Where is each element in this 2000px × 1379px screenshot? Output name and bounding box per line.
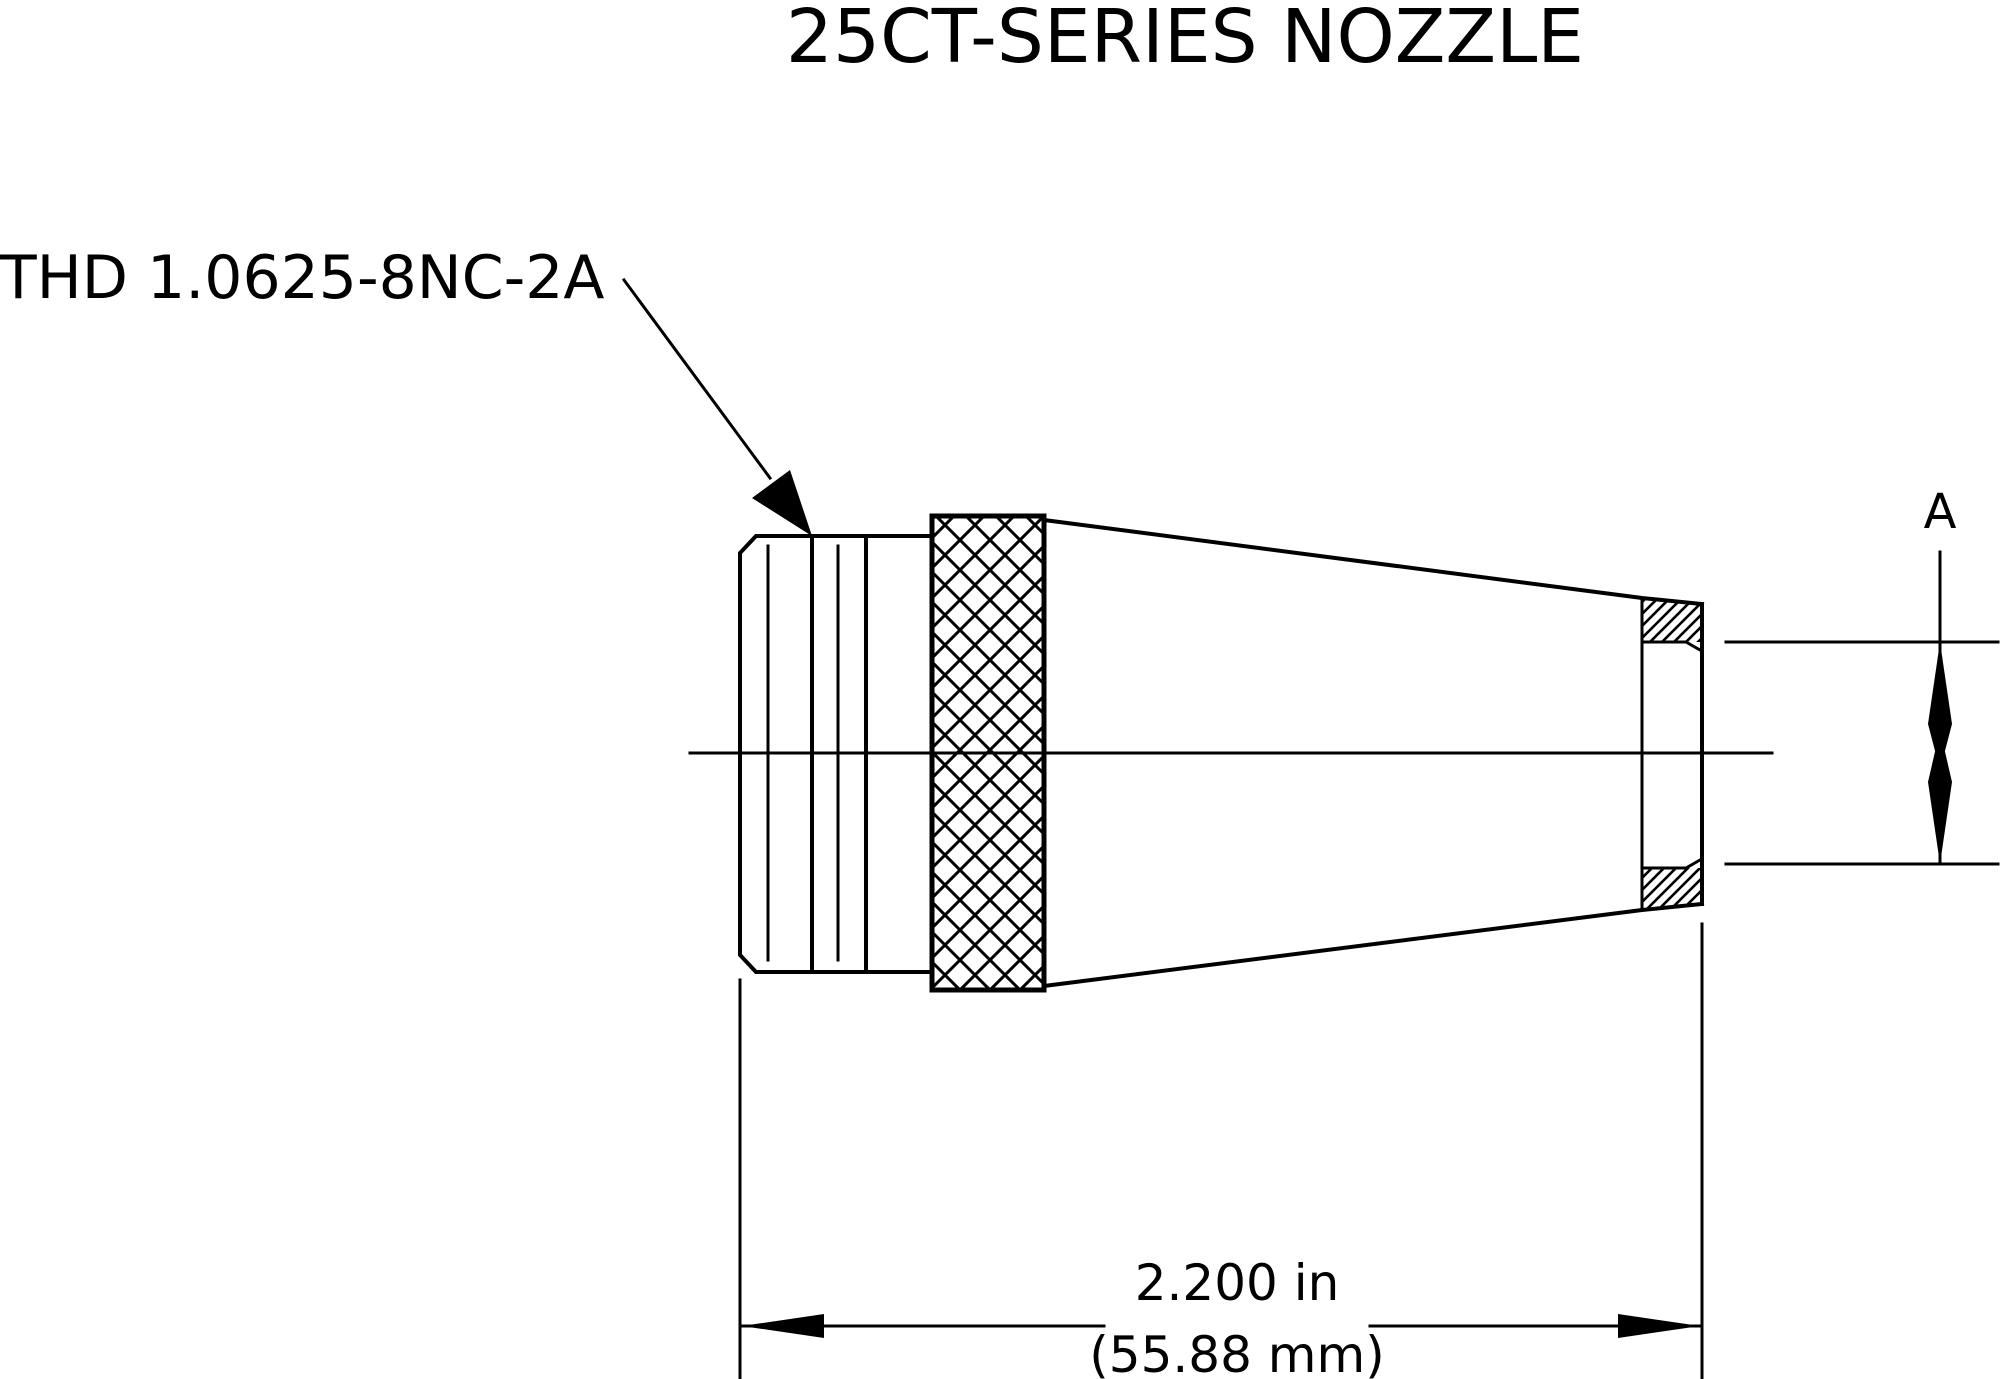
tapered-body-bottom-edge bbox=[1041, 901, 1705, 989]
length-arrow-left bbox=[742, 1314, 824, 1338]
tip-hatch-top bbox=[1642, 598, 1702, 642]
dimension-a-arrow-bottom bbox=[1928, 782, 1952, 864]
tapered-body-top-edge bbox=[1041, 517, 1705, 607]
dimension-a-arrow-up-mid bbox=[1928, 730, 1952, 782]
thread-spec-label: THD 1.0625-8NC-2A bbox=[0, 243, 604, 313]
dimension-a-arrow-top bbox=[1928, 642, 1952, 724]
tip-hatch-bottom bbox=[1642, 868, 1702, 910]
tip-bore-top bbox=[1640, 640, 1703, 653]
length-label-inches: 2.200 in bbox=[1135, 1254, 1340, 1312]
length-label-mm: (55.88 mm) bbox=[1089, 1326, 1384, 1379]
dimension-a-label: A bbox=[1924, 484, 1957, 540]
thread-leader-line bbox=[621, 277, 773, 481]
length-arrow-right bbox=[1618, 1314, 1700, 1338]
knurled-grip-ring bbox=[929, 513, 1047, 993]
thread-leader-arrowhead bbox=[752, 470, 812, 536]
drawing-title: 25CT-SERIES NOZZLE bbox=[786, 0, 1584, 80]
tip-bore-bottom bbox=[1640, 857, 1703, 870]
